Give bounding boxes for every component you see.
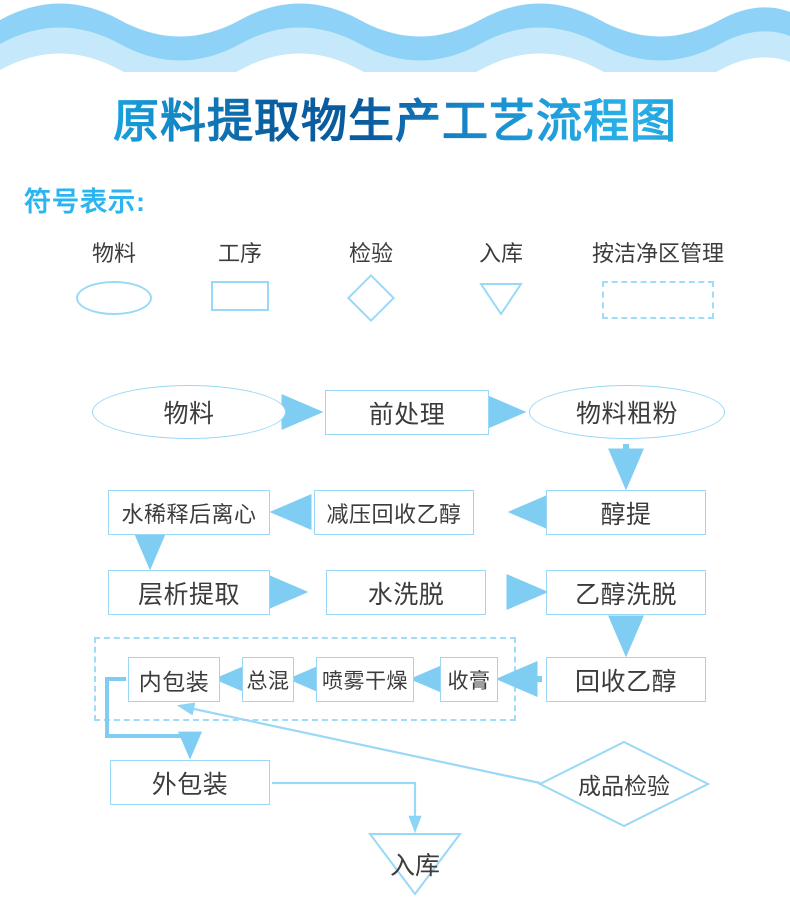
wave-band-dark [0,3,790,61]
node-warehouse-entry-label: 入库 [389,852,440,880]
legend-label-process: 工序 [217,241,262,266]
node-spray-drying[interactable]: 喷雾干燥 [316,657,414,702]
page-title: 原料提取物生产工艺流程图 [0,92,790,150]
node-extract-collection[interactable]: 收膏 [440,657,498,702]
node-outer-packaging[interactable]: 外包装 [110,760,270,805]
node-ethanol-elution[interactable]: 乙醇洗脱 [546,570,706,615]
rectangle-icon [211,281,269,311]
node-pretreatment[interactable]: 前处理 [325,390,489,435]
node-ethanol-recovery[interactable]: 回收乙醇 [546,657,706,702]
node-vacuum-ethanol-recovery[interactable]: 减压回收乙醇 [314,490,474,535]
legend-item-process: 工序 [185,240,295,311]
node-coarse-powder[interactable]: 物料粗粉 [529,385,725,439]
legend-label-material: 物料 [91,241,136,266]
legend-label-warehouse: 入库 [478,241,523,266]
node-inner-packaging[interactable]: 内包装 [128,657,220,702]
legend-item-warehouse: 入库 [446,240,556,317]
node-chromatography-extraction[interactable]: 层析提取 [108,570,270,615]
ellipse-icon [76,281,152,315]
edge-n15-n16 [272,781,422,834]
diamond-shape [538,740,710,828]
legend-label-cleanroom: 按洁净区管理 [591,241,724,266]
dashed-rectangle-icon [602,281,714,319]
legend-heading: 符号表示: [24,187,146,217]
wave-decoration [0,3,790,72]
triangle-down-icon [479,283,523,316]
node-alcohol-extraction[interactable]: 醇提 [546,490,706,535]
diamond-icon [346,273,396,323]
node-water-elution[interactable]: 水洗脱 [326,570,486,615]
node-final-blending[interactable]: 总混 [242,657,294,702]
node-finished-product-inspection[interactable]: 成品检验 [538,740,710,828]
legend-item-cleanroom: 按洁净区管理 [578,240,738,319]
node-water-dilution-centrifuge[interactable]: 水稀释后离心 [108,490,270,535]
legend-item-material: 物料 [58,240,170,315]
legend-label-inspection: 检验 [348,241,393,266]
node-material[interactable]: 物料 [92,385,286,439]
node-warehouse-entry[interactable]: 入库 [368,832,462,896]
legend-item-inspection: 检验 [316,240,426,323]
node-finished-product-inspection-label: 成品检验 [578,773,670,799]
triangle-down-shape [368,833,462,896]
